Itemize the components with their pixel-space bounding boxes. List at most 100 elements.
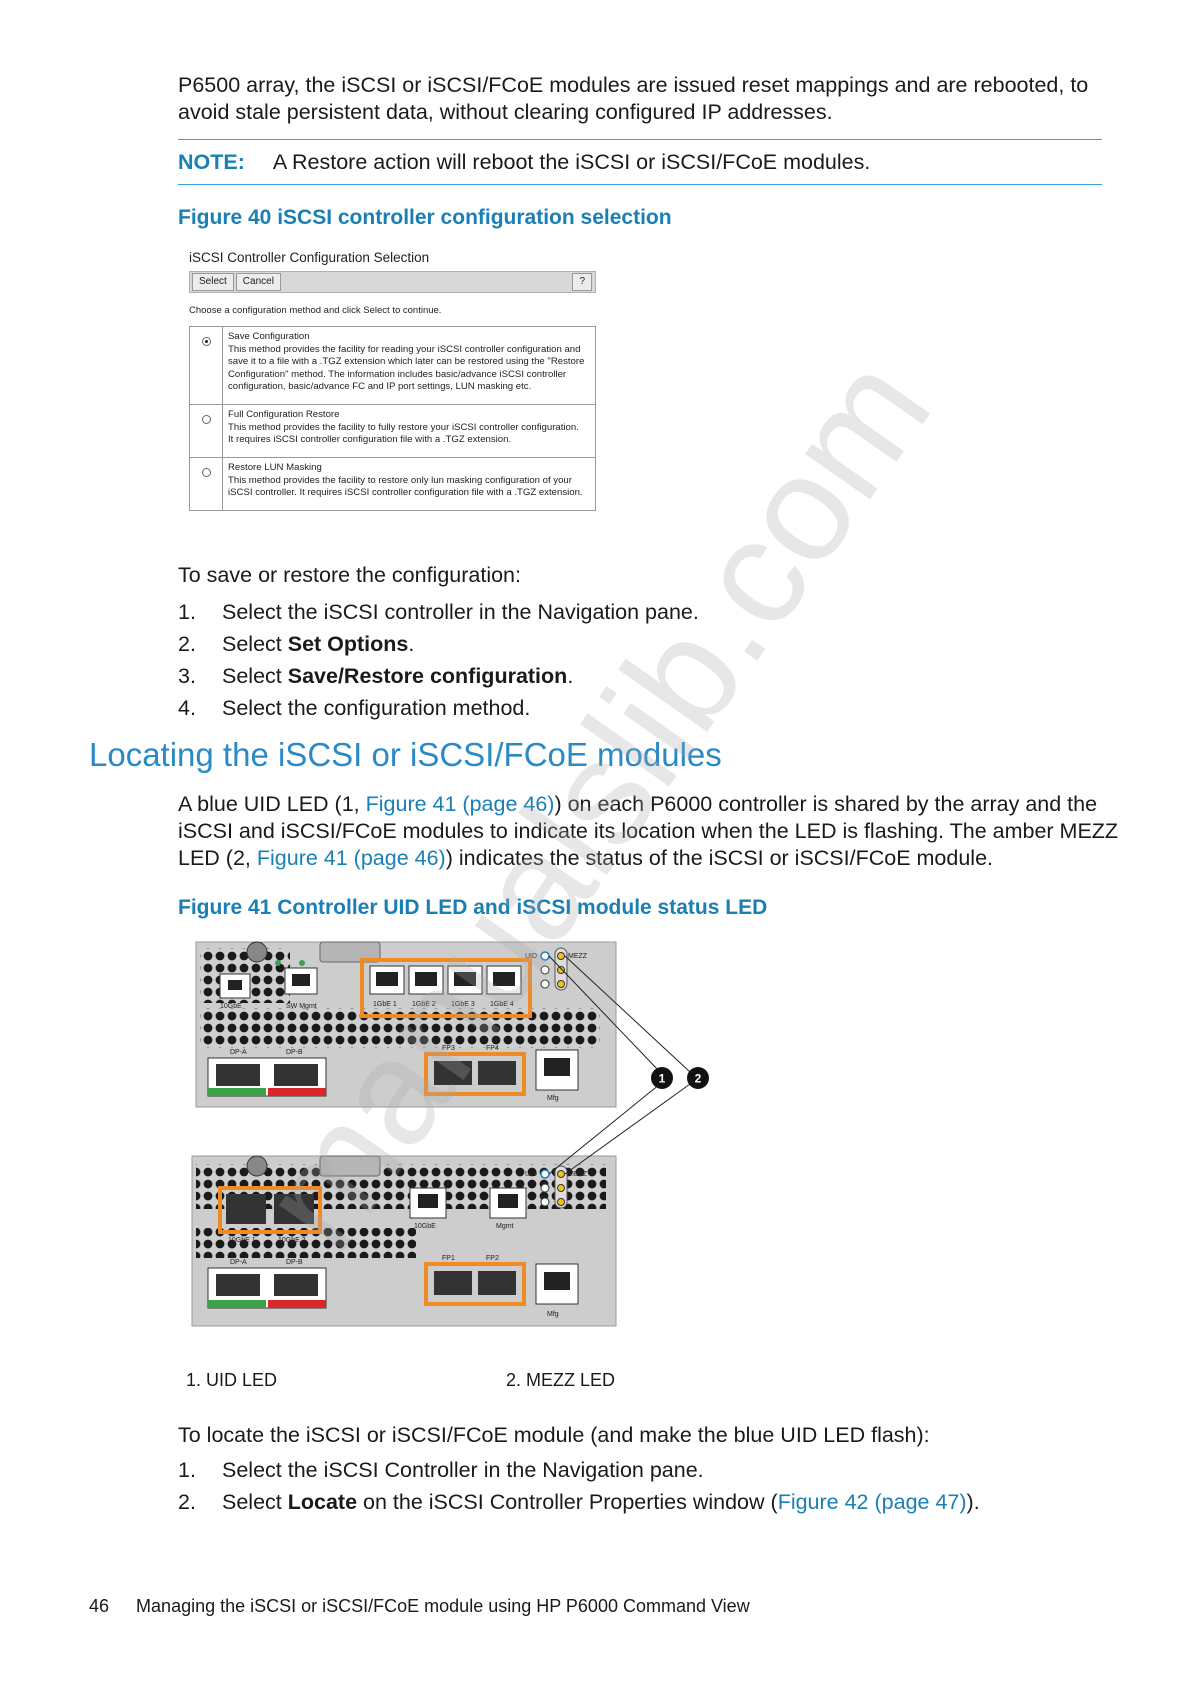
port-label: DP-B <box>286 1259 303 1266</box>
help-button[interactable]: ? <box>572 273 592 291</box>
option-line: This method provides the facility to res… <box>228 474 572 486</box>
sfp-port-icon <box>216 1274 260 1296</box>
note-bottom-rule <box>178 184 1102 185</box>
mezz-led-icon <box>557 952 565 960</box>
step-text: Select the iSCSI controller in the Navig… <box>222 596 699 628</box>
release-handle[interactable] <box>319 941 381 963</box>
paragraph-line-1: A blue UID LED (1, Figure 41 (page 46)) … <box>178 791 1118 818</box>
mezz-led-icon <box>557 1170 565 1178</box>
dialog-toolbar: Select Cancel ? <box>189 271 596 293</box>
rj45-port-icon <box>228 980 242 990</box>
locate-steps: 1. Select the iSCSI Controller in the Na… <box>178 1454 980 1518</box>
gbe-port-icon <box>415 972 437 986</box>
mgmt-port-icon <box>498 1194 518 1208</box>
option-row-lun-masking[interactable]: Restore LUN Masking This method provides… <box>189 457 596 511</box>
led-label: MEZZ <box>568 1171 588 1178</box>
intro-line-2: avoid stale persistent data, without cle… <box>178 100 833 124</box>
figure-41-link[interactable]: Figure 41 (page 46) <box>256 846 446 870</box>
text-run: ) indicates the status of the iSCSI or i… <box>445 846 994 870</box>
sfp-port-icon <box>434 1061 472 1085</box>
step-text-plain: Select the configuration method. <box>222 696 531 720</box>
sfp-port-icon <box>274 1064 318 1086</box>
intro-paragraph: P6500 array, the iSCSI or iSCSI/FCoE mod… <box>178 72 1088 126</box>
radio-save-configuration[interactable] <box>201 337 211 346</box>
sfp-port-icon <box>478 1271 516 1295</box>
uid-led-icon <box>540 1169 550 1179</box>
step-number: 3. <box>178 664 196 688</box>
option-line: This method provides the facility for re… <box>228 343 581 355</box>
cancel-button[interactable]: Cancel <box>235 273 281 291</box>
options-table: Save Configuration This method provides … <box>189 326 596 511</box>
dialog-instruction: Choose a configuration method and click … <box>189 305 442 316</box>
sfp-port-icon <box>226 1194 266 1224</box>
text-run: ). <box>966 1490 980 1514</box>
port-label: DP-A <box>230 1049 247 1056</box>
figure-41-link[interactable]: Figure 41 (page 46) <box>365 792 555 816</box>
step-item: 1. Select the iSCSI controller in the Na… <box>178 596 699 628</box>
radio-full-configuration-restore[interactable] <box>201 415 211 424</box>
callout-1-badge <box>651 1067 673 1089</box>
callout-2-badge <box>687 1067 709 1089</box>
option-description: Save Configuration This method provides … <box>222 326 596 405</box>
option-title: Restore LUN Masking <box>228 462 322 473</box>
port-label: 1GbE 2 <box>412 1001 436 1008</box>
step-text-plain: . <box>408 632 415 656</box>
gbe-port-icon <box>376 972 398 986</box>
option-line: configuration, basic/advance FC and IP p… <box>228 381 532 392</box>
locate-intro: To locate the iSCSI or iSCSI/FCoE module… <box>178 1423 930 1447</box>
port-label: FP2 <box>486 1255 499 1262</box>
sfp-port-icon <box>274 1274 318 1296</box>
port-label: Mgmt <box>496 1223 514 1230</box>
step-number: 1. <box>178 1458 196 1482</box>
option-radio-cell[interactable] <box>189 457 223 511</box>
led-label: UID <box>525 953 537 960</box>
mgmt-port-icon <box>292 974 310 986</box>
section-paragraph: A blue UID LED (1, Figure 41 (page 46)) … <box>178 791 1118 872</box>
release-handle[interactable] <box>319 1155 381 1177</box>
top-controller-module: 10GbE SW Mgmt 1GbE 1 1GbE 2 1GbE 3 1GbE … <box>195 941 617 1108</box>
step-text-bold: Set Options <box>287 632 409 656</box>
page-footer: 46 Managing the iSCSI or iSCSI/FCoE modu… <box>89 1596 750 1617</box>
note-top-rule <box>178 139 1102 140</box>
sfp-port-icon <box>216 1064 260 1086</box>
step-text: Select Set Options. <box>222 628 414 660</box>
option-radio-cell[interactable] <box>189 326 223 405</box>
step-text-plain: . <box>567 664 574 688</box>
radio-restore-lun-masking[interactable] <box>201 468 211 477</box>
port-label: 10GbE <box>414 1223 436 1230</box>
step-text: Select the configuration method. <box>222 692 530 724</box>
option-line: Configuration" method. The information i… <box>228 368 567 380</box>
callout-2-label: 2 <box>695 1072 702 1086</box>
text-run: A blue UID LED (1, <box>178 792 366 816</box>
port-label: FP4 <box>486 1045 499 1052</box>
footer-text: Managing the iSCSI or iSCSI/FCoE module … <box>136 1596 750 1616</box>
page-number: 46 <box>89 1596 110 1616</box>
save-restore-steps: 1. Select the iSCSI controller in the Na… <box>178 596 699 724</box>
option-row-full-restore[interactable]: Full Configuration Restore This method p… <box>189 404 596 458</box>
thumbscrew-icon[interactable] <box>246 941 268 963</box>
option-description: Restore LUN Masking This method provides… <box>222 457 596 511</box>
option-radio-cell[interactable] <box>189 404 223 458</box>
port-label: 1GbE 4 <box>490 1001 514 1008</box>
text-run: on the iSCSI Controller Properties windo… <box>357 1490 778 1514</box>
port-label: 10GbE 2 <box>278 1237 306 1244</box>
bottom-controller-module: 10GbE 1 10GbE 2 10GbE Mgmt DP-A DP-B FP1… <box>191 1155 617 1327</box>
callout-lines <box>548 955 691 1175</box>
save-restore-intro: To save or restore the configuration: <box>178 563 521 587</box>
figure-41-caption: Figure 41 Controller UID LED and iSCSI m… <box>178 896 768 919</box>
step-item: 3. Select Save/Restore configuration. <box>178 660 699 692</box>
sfp-port-icon <box>478 1061 516 1085</box>
callout-1-label: 1 <box>659 1072 666 1086</box>
option-row-save[interactable]: Save Configuration This method provides … <box>189 326 596 405</box>
thumbscrew-icon[interactable] <box>246 1155 268 1177</box>
option-title: Save Configuration <box>228 331 310 342</box>
select-button[interactable]: Select <box>192 273 234 291</box>
step-text-plain: Select the iSCSI controller in the Navig… <box>222 600 699 624</box>
rj45-port-icon <box>418 1194 438 1208</box>
figure-42-link[interactable]: Figure 42 (page 47) <box>777 1490 967 1514</box>
step-number: 2. <box>178 1490 196 1514</box>
legend-uid-led: 1. UID LED <box>186 1370 278 1390</box>
step-item: 2. Select Locate on the iSCSI Controller… <box>178 1486 980 1518</box>
step-text: Select Save/Restore configuration. <box>222 660 573 692</box>
step-text: Select Locate on the iSCSI Controller Pr… <box>222 1486 980 1518</box>
